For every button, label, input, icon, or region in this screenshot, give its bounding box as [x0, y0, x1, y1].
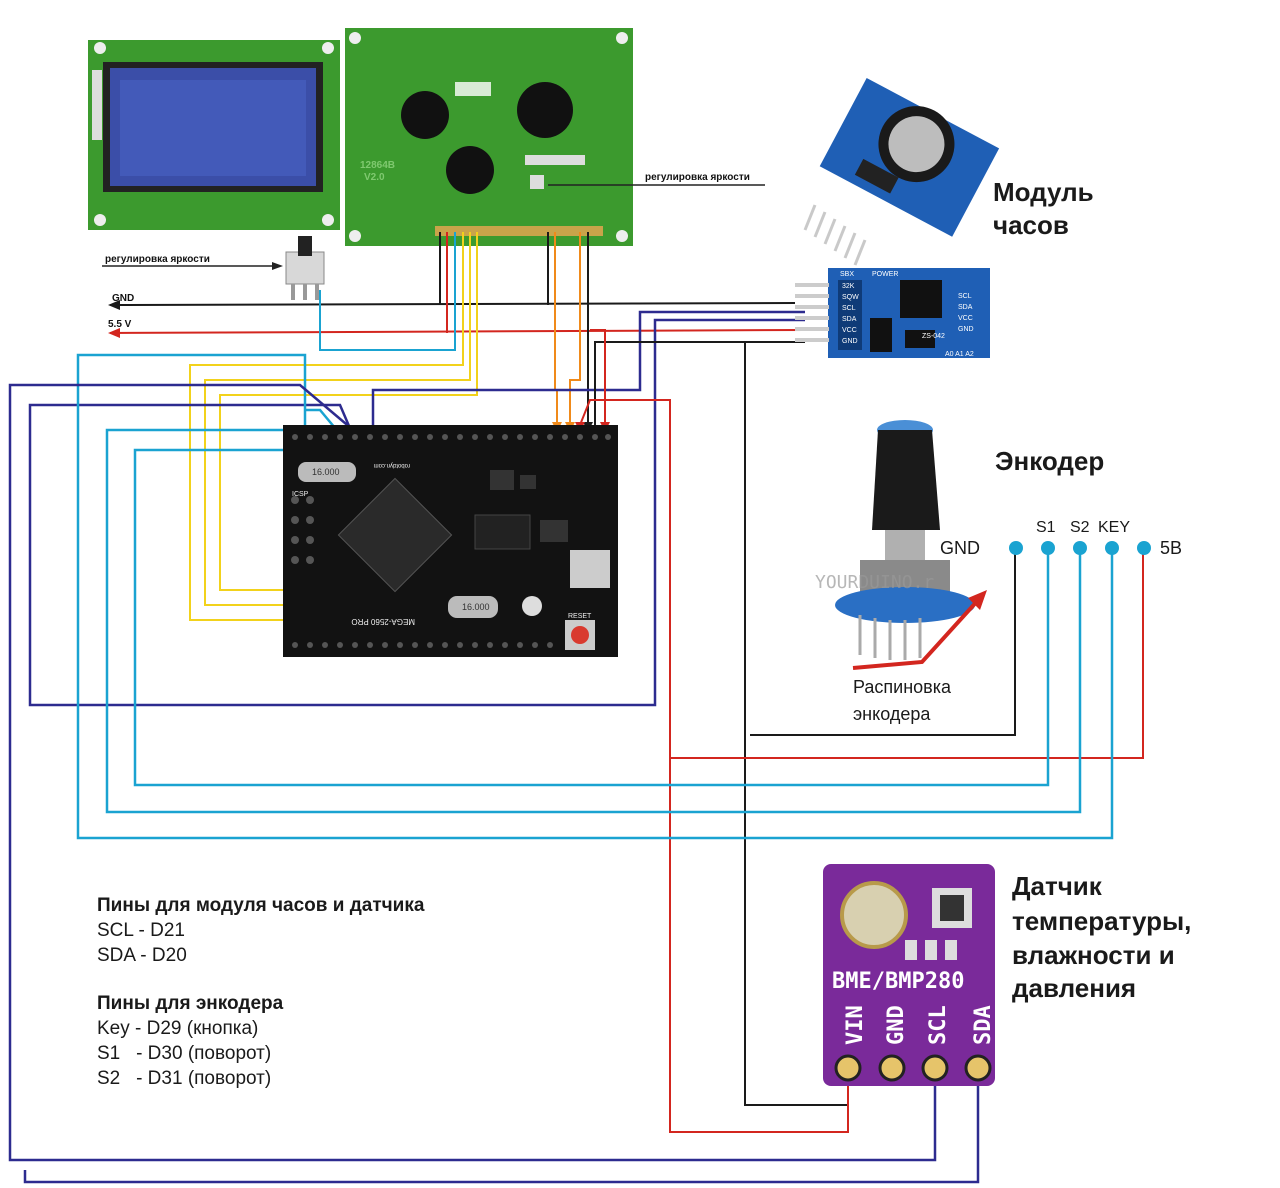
crystal-top-text: 16.000	[312, 467, 340, 477]
rtc-right-scl: SCL	[958, 293, 972, 300]
rtc-pin-vcc: VCC	[842, 327, 857, 334]
encoder-pin-header: GND S1 S2 KEY 5B	[940, 519, 1182, 558]
rtc-module-bottom: 32K SQW SCL SDA VCC GND SCL SDA VCC GND …	[795, 268, 990, 358]
bme280-sensor: BME/BMP280 VIN GND SCL SDA	[823, 864, 996, 1086]
rotary-encoder: YOURDUINO.r	[815, 420, 975, 660]
gnd-rail-wire	[109, 302, 796, 306]
encoder-pinout-label-line1: Распиновка	[853, 677, 952, 697]
encoder-notes-header: Пины для энкодера	[97, 993, 284, 1014]
rtc-pin-sda: SDA	[842, 316, 857, 323]
note-line: S2 - D31 (поворот)	[97, 1068, 272, 1089]
bme-pin-sda: SDA	[971, 1005, 996, 1045]
rtc-pin-32k: 32K	[842, 283, 855, 290]
clock-title-line2: часов	[993, 210, 1069, 240]
brand-label: robotdyn.com	[374, 462, 410, 468]
note-line: SDA - D20	[97, 945, 187, 966]
rtc-module-top	[803, 77, 1000, 266]
bme-pin-gnd: GND	[884, 1005, 909, 1045]
encoder-pinout-label-line2: энкодера	[853, 704, 931, 724]
rtc-right-gnd: GND	[958, 326, 974, 333]
reset-label: RESET	[568, 613, 592, 620]
sensor-title-line2: температуры,	[1012, 906, 1191, 936]
encoder-pin-5v-label: 5B	[1160, 538, 1182, 558]
potentiometer	[285, 236, 325, 300]
mega-2560-pro-board: 16.000 16.000 MEGA-2560 PRO RESET ICSP r…	[283, 425, 618, 657]
encoder-pin-gnd-label: GND	[940, 538, 980, 558]
rtc-model-label: ZS-042	[922, 333, 945, 340]
rtc-pin-gnd: GND	[842, 338, 858, 345]
lcd-front	[88, 40, 340, 230]
encoder-watermark: YOURDUINO.r	[815, 572, 934, 593]
sensor-title-line4: давления	[1012, 973, 1136, 1003]
mega-model-text: MEGA-2560 PRO	[351, 617, 415, 626]
clock-title-line1: Модуль	[993, 177, 1094, 207]
rtc-power-label: POWER	[872, 271, 898, 278]
gnd-rail-label: GND	[112, 293, 134, 304]
sensor-title-line3: влажности и	[1012, 940, 1175, 970]
encoder-pin-s1-label: S1	[1036, 519, 1056, 536]
encoder-pin-s2-label: S2	[1070, 519, 1090, 536]
rtc-right-vcc: VCC	[958, 315, 973, 322]
lcd-version-text: V2.0	[364, 172, 385, 183]
bme-pin-vin: VIN	[843, 1005, 868, 1045]
bme-pin-scl: SCL	[926, 1005, 951, 1045]
rtc-right-sda: SDA	[958, 304, 973, 311]
wires	[8, 232, 1144, 1184]
rtc-pin-scl: SCL	[842, 305, 856, 312]
clock-notes-header: Пины для модуля часов и датчика	[97, 895, 425, 916]
crystal-bottom-text: 16.000	[462, 602, 490, 612]
icsp-label: ICSP	[292, 491, 309, 498]
pin-notes: Пины для модуля часов и датчика SCL - D2…	[97, 893, 424, 1091]
rtc-pin-sqw: SQW	[842, 294, 859, 301]
lcd-back: 12864B V2.0	[345, 28, 633, 246]
rtc-addr-label: A0 A1 A2	[945, 351, 974, 358]
encoder-title: Энкодер	[995, 446, 1104, 476]
note-line: Key - D29 (кнопка)	[97, 1018, 259, 1039]
5v-rail-label: 5.5 V	[108, 319, 132, 330]
encoder-pin-key-label: KEY	[1098, 519, 1130, 536]
rtc-sbx-label: SBX	[840, 271, 854, 278]
sensor-title-line1: Датчик	[1012, 871, 1103, 901]
note-line: SCL - D21	[97, 920, 185, 941]
note-line: S1 - D30 (поворот)	[97, 1043, 272, 1064]
bme-model-label: BME/BMP280	[832, 969, 964, 994]
5v-rail-wire	[109, 329, 806, 334]
lcd-model-text: 12864B	[360, 160, 395, 171]
brightness-label-right: регулировка яркости	[645, 172, 750, 183]
brightness-label-left: регулировка яркости	[105, 254, 210, 265]
